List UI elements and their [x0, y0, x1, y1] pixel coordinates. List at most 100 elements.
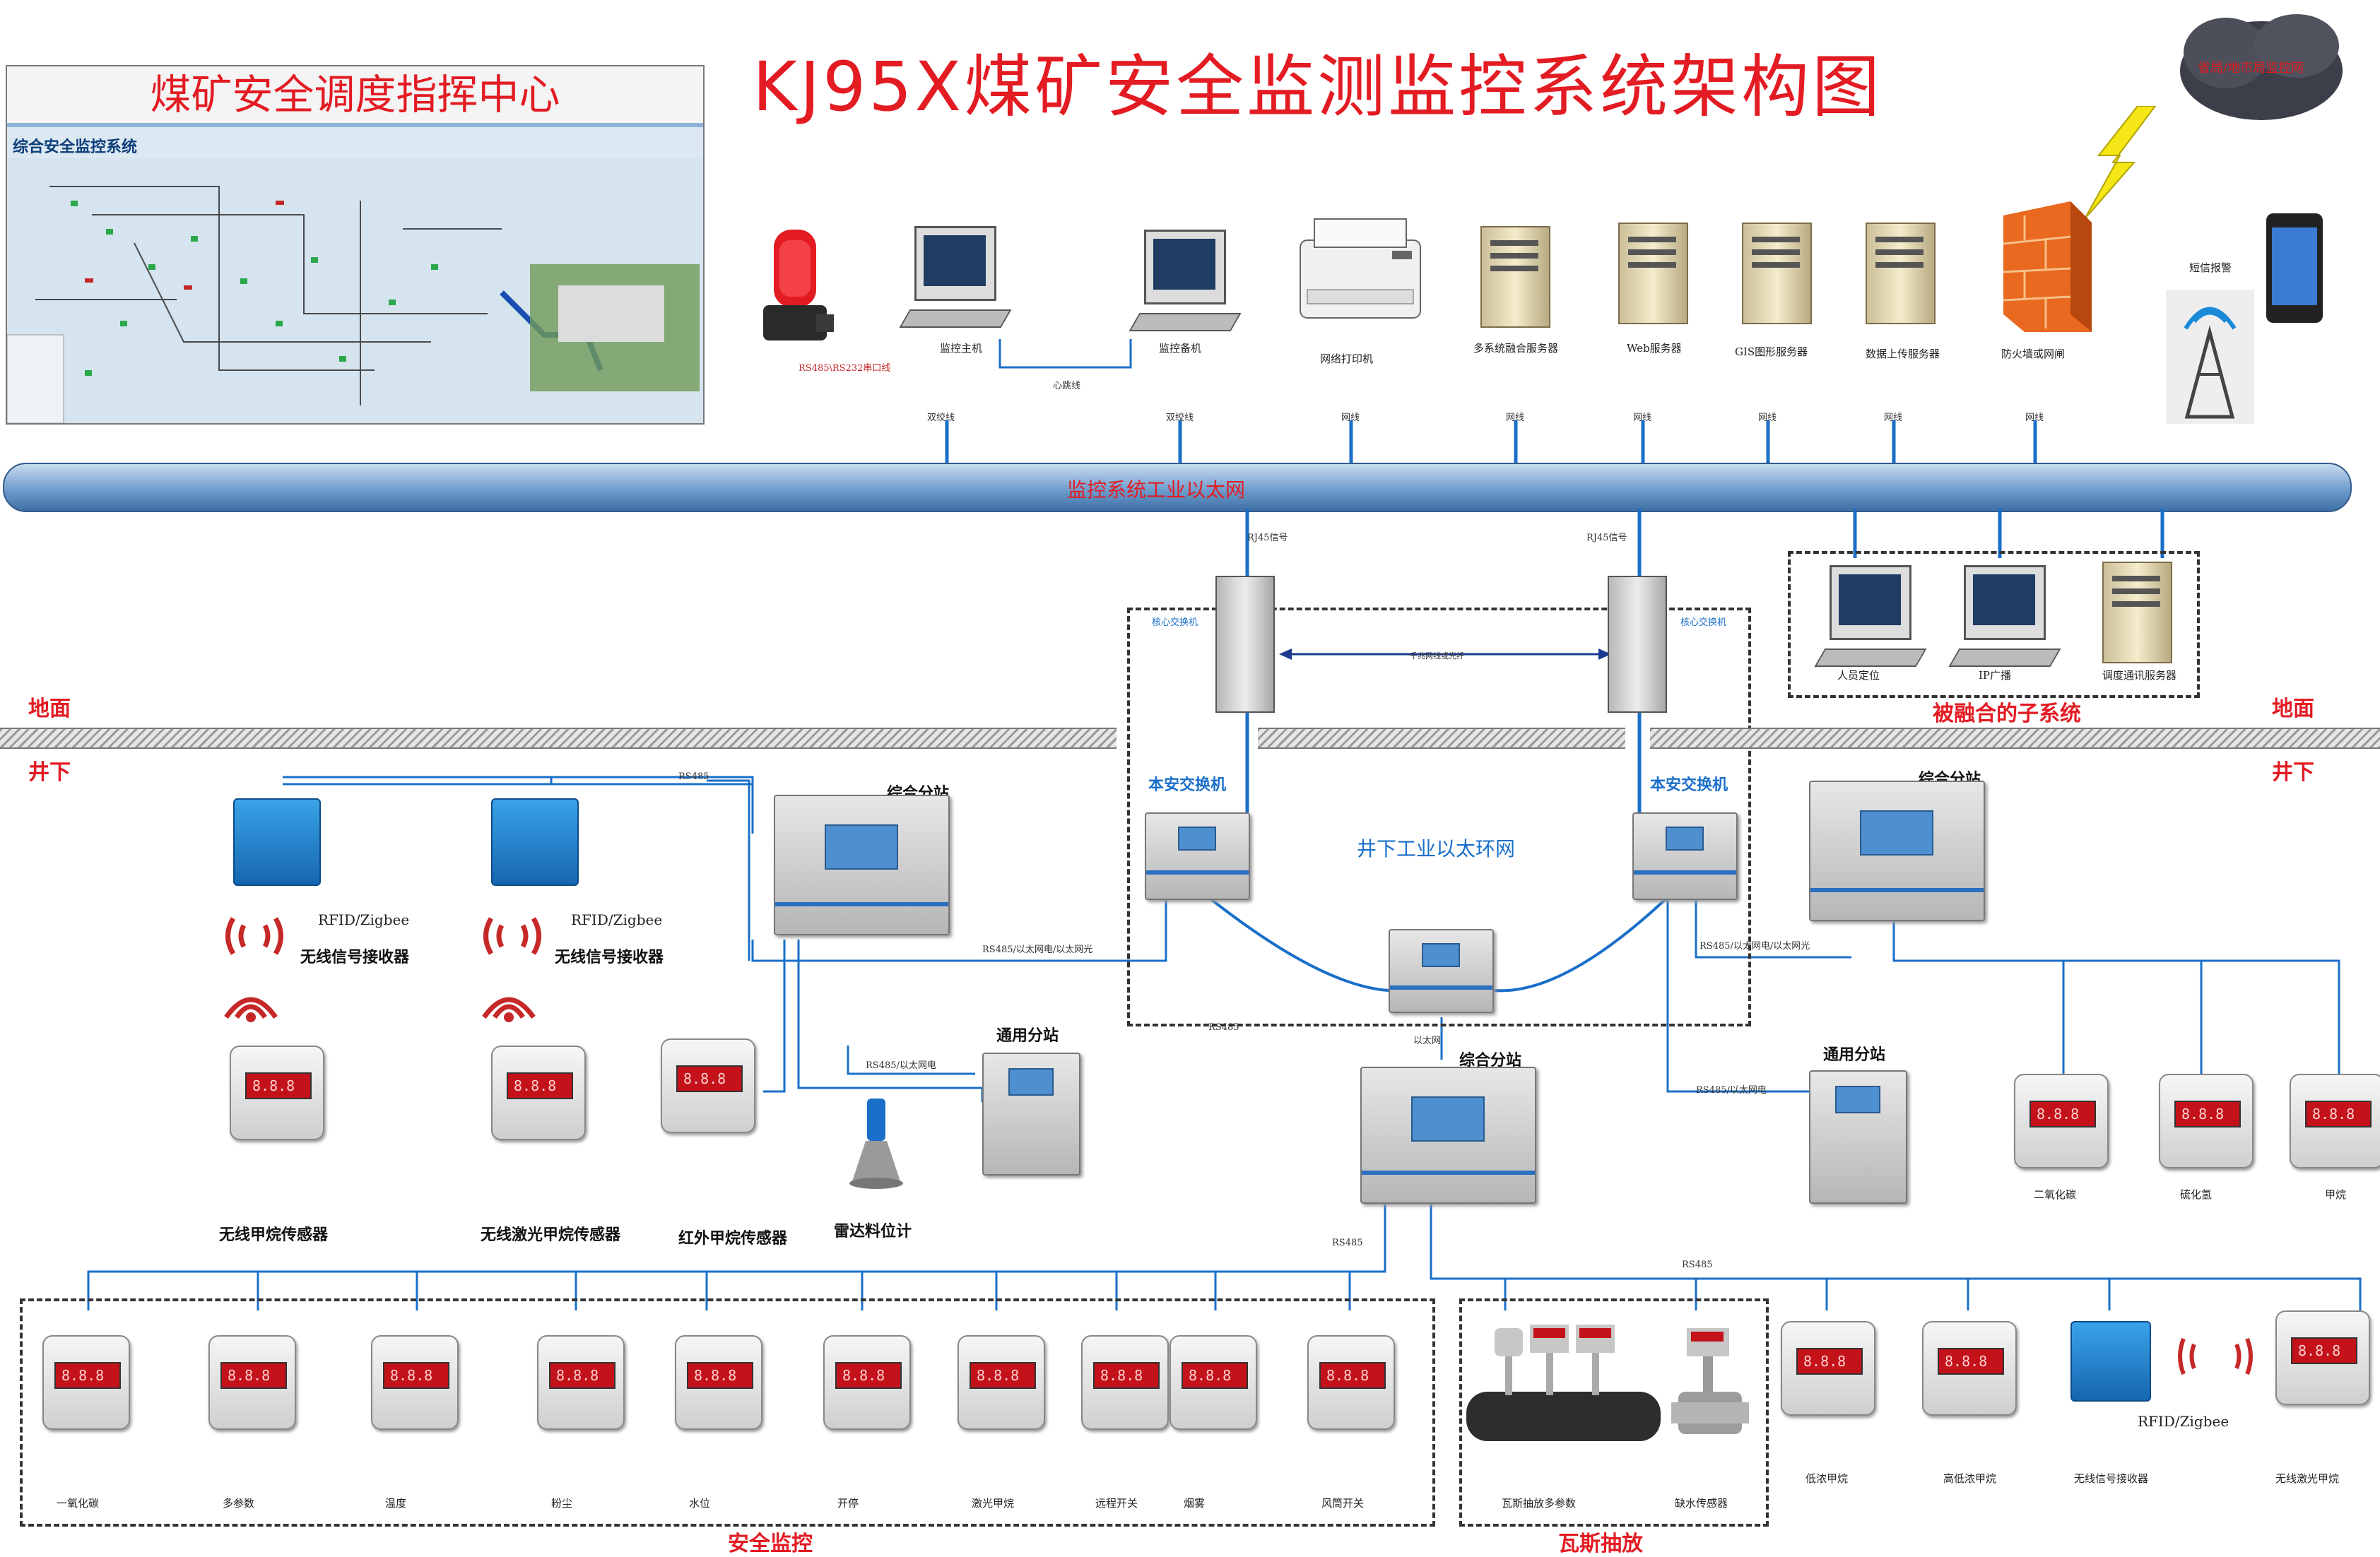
safety-device-label: 多参数	[223, 1497, 255, 1510]
safety-device-label: 烟雾	[1184, 1497, 1206, 1510]
screen-map	[7, 158, 703, 423]
water-shortage-label: 缺水传感器	[1675, 1497, 1728, 1510]
rs485-bottom-right-label: RS485	[1682, 1260, 1713, 1270]
line-backup-label: 双绞线	[1166, 413, 1194, 423]
fusion-server-icon	[1480, 226, 1550, 328]
firewall-label: 防火墙或网闸	[2001, 348, 2066, 360]
ring-switch-icon	[1389, 929, 1494, 1013]
subsystems-box	[1788, 551, 2200, 698]
gas-drainage-title: 瓦斯抽放	[1558, 1532, 1643, 1556]
laser-wireless-label: 无线激光甲烷传感器	[481, 1226, 621, 1244]
wifi-signal5-icon	[2178, 1337, 2253, 1375]
station3-icon	[1360, 1067, 1536, 1204]
safety-device-label: 水位	[689, 1497, 711, 1510]
safety-device-icon: 8.8.8	[537, 1335, 625, 1430]
line-upload-label: 网线	[1884, 413, 1903, 423]
safety-device-label: 开停	[837, 1497, 859, 1510]
web-server-label: Web服务器	[1627, 342, 1682, 355]
screen-title: 煤矿安全调度指挥中心	[7, 66, 703, 123]
line-fusion-label: 网线	[1506, 413, 1525, 423]
infrared-sensor-icon: 8.8.8	[661, 1038, 755, 1133]
industrial-ethernet-pipe	[3, 463, 2352, 512]
printer-icon	[1300, 218, 1421, 319]
ground-bar-mid	[1258, 728, 1625, 749]
core-switch-left-icon	[1215, 576, 1275, 713]
firewall-icon	[2003, 201, 2092, 332]
wifi-signal4-icon	[482, 997, 536, 1022]
host-pc-icon	[899, 226, 1012, 332]
ch4-label: 甲烷	[2325, 1188, 2347, 1201]
cloud-label: 省局/地市局监控网	[2198, 61, 2304, 76]
upload-server-icon	[1866, 223, 1936, 324]
line-gis-label: 网线	[1758, 413, 1777, 423]
wifi-signal3-icon	[483, 917, 541, 955]
general1-label: 通用分站	[996, 1027, 1059, 1045]
safety-device-icon: 8.8.8	[42, 1335, 130, 1430]
wifi-signal1-icon	[225, 917, 283, 955]
surface-right-label: 地面	[2272, 697, 2314, 721]
line-web-label: 网线	[1633, 413, 1652, 423]
diagram-title: KJ95X煤矿安全监测监控系统架构图	[753, 47, 1883, 126]
water-shortage-sensor-icon	[1671, 1328, 1749, 1434]
printer-label: 网络打印机	[1320, 353, 1374, 365]
backup-pc-icon	[1129, 230, 1242, 336]
lightning-icon	[2084, 106, 2157, 219]
alarm-light-icon	[763, 230, 834, 341]
safety-device-icon: 8.8.8	[958, 1335, 1045, 1430]
dispatch-screen: 煤矿安全调度指挥中心 综合安全监控系统	[6, 65, 705, 425]
receiver2-label: 无线信号接收器	[555, 949, 664, 966]
wireless-receiver1-icon	[233, 798, 321, 886]
web-server-icon	[1618, 223, 1688, 324]
low-methane-sensor-icon: 8.8.8	[1781, 1321, 1875, 1416]
gas-drainage-pipe-icon	[1466, 1325, 1661, 1441]
eth-left-label: RS485/以太网电/以太网光	[982, 945, 1093, 955]
ground-bar-left	[0, 728, 1117, 749]
receiver1-label: 无线信号接收器	[300, 949, 410, 966]
cloud-icon	[2180, 14, 2343, 120]
underground-right-label: 井下	[2272, 760, 2314, 785]
line-print-label: 网线	[1341, 413, 1360, 423]
bottom-laser-wireless-label: 无线激光甲烷	[2275, 1472, 2340, 1485]
ip-broadcast-pc-icon	[1948, 565, 2061, 668]
rfid1-label: RFID/Zigbee	[318, 911, 410, 928]
co2-label: 二氧化碳	[2034, 1188, 2077, 1201]
rs485-eth1-label: RS485/以太网电	[866, 1060, 936, 1071]
wireless-laser-sensor-icon: 8.8.8	[491, 1046, 586, 1140]
gis-server-label: GIS图形服务器	[1735, 345, 1808, 358]
ip-broadcast-label: IP广播	[1979, 669, 2012, 682]
safety-device-label: 远程开关	[1095, 1497, 1138, 1510]
core-switch-right-icon	[1608, 576, 1667, 713]
personnel-pc-icon	[1814, 565, 1927, 668]
safety-device-label: 风筒开关	[1321, 1497, 1365, 1510]
high-low-methane-sensor-icon: 8.8.8	[1922, 1321, 2017, 1416]
alarm-link-label: RS485\RS232串口线	[799, 363, 891, 374]
phone-icon	[2266, 213, 2323, 323]
backup-label: 监控备机	[1159, 342, 1202, 355]
safety-device-icon: 8.8.8	[208, 1335, 296, 1430]
bottom-laser-sensor-icon: 8.8.8	[2275, 1310, 2370, 1405]
screen-subtitle: 综合安全监控系统	[13, 138, 138, 156]
safety-device-label: 一氧化碳	[57, 1497, 100, 1510]
safety-device-icon: 8.8.8	[1170, 1335, 1257, 1430]
ring-network-label: 井下工业以太环网	[1357, 837, 1516, 860]
safety-device-label: 粉尘	[551, 1497, 573, 1510]
station2-icon	[1809, 781, 1985, 921]
h2s-sensor-icon: 8.8.8	[2159, 1074, 2254, 1168]
core-switch-right-label: 核心交换机	[1680, 617, 1727, 628]
low-methane-label: 低浓甲烷	[1805, 1472, 1849, 1485]
core-network-box	[1127, 608, 1751, 1026]
ch4-sensor-icon: 8.8.8	[2290, 1074, 2380, 1168]
rs485-top-label: RS485	[678, 771, 709, 782]
switch-link-label: 千兆网线或光纤	[1410, 651, 1464, 661]
safety-monitoring-box	[20, 1298, 1435, 1527]
safe-switch-right-icon	[1632, 812, 1738, 900]
heartbeat-label: 心跳线	[1053, 381, 1081, 391]
general2-label: 通用分站	[1823, 1046, 1886, 1064]
surface-left-label: 地面	[28, 697, 71, 721]
radar-label: 雷达料位计	[834, 1223, 912, 1241]
safety-monitoring-title: 安全监控	[728, 1532, 813, 1556]
host-label: 监控主机	[940, 342, 983, 355]
gas-drainage-box	[1459, 1298, 1769, 1527]
wifi-signal2-icon	[224, 997, 278, 1022]
safe-switch-left-label: 本安交换机	[1148, 776, 1227, 794]
